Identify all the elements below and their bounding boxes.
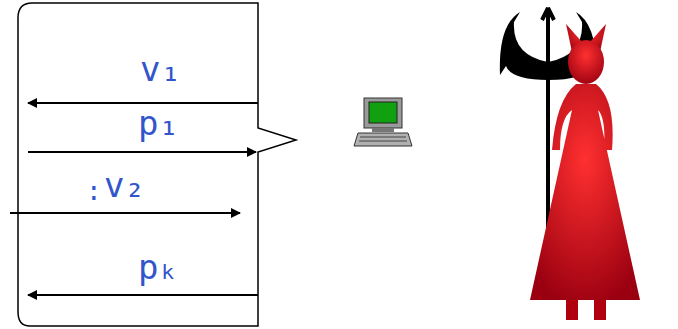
message-arrow bbox=[28, 102, 258, 104]
message-label: pₖ bbox=[138, 250, 179, 284]
message-arrow bbox=[28, 294, 258, 296]
message-label: p₁ bbox=[138, 106, 179, 140]
computer-icon bbox=[354, 98, 412, 146]
message-arrow bbox=[28, 151, 256, 153]
message-label: v₁ bbox=[140, 52, 181, 86]
message-arrow bbox=[10, 212, 240, 214]
bracket-outline bbox=[18, 3, 296, 326]
message-label: : bbox=[86, 178, 102, 204]
message-label: v₂ bbox=[104, 168, 145, 202]
devil-figure bbox=[500, 8, 640, 320]
